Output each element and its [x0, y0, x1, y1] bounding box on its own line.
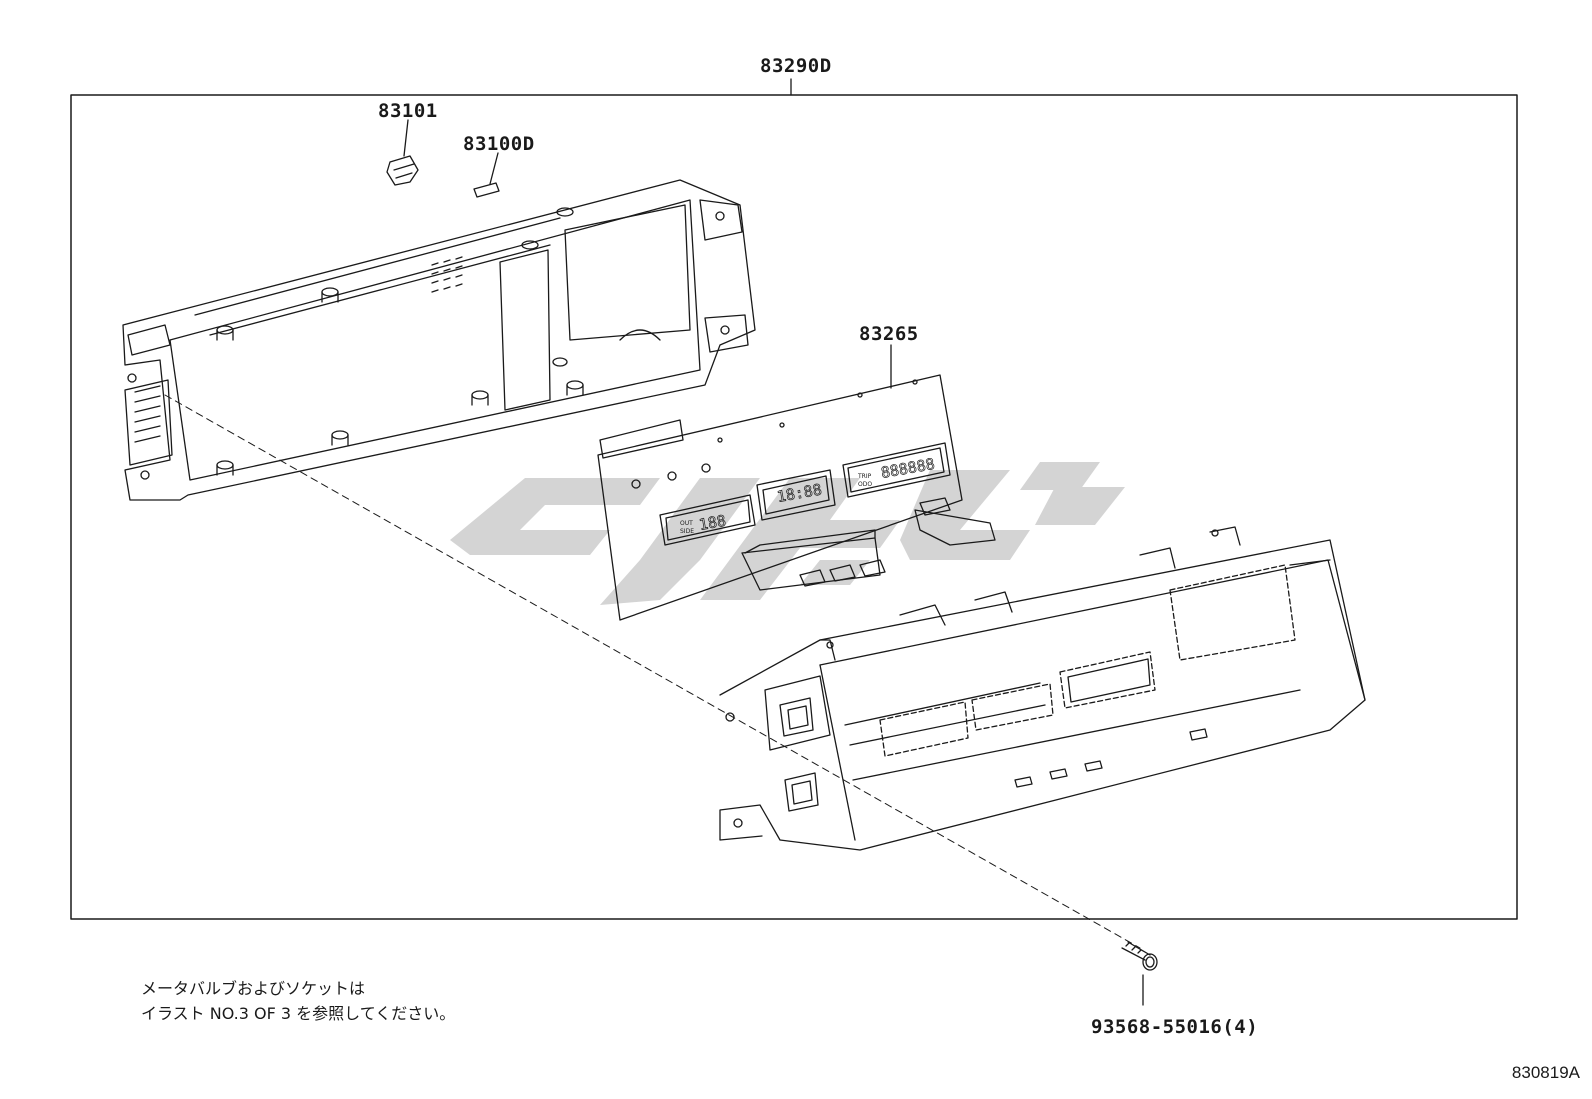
bulb-83100D: [473, 152, 500, 198]
screw-93568: [1121, 941, 1158, 1006]
trip-label: TRIP: [857, 473, 872, 480]
meter-lens-cover: [719, 526, 1366, 851]
label-93568-55016: 93568-55016(4): [1091, 1016, 1259, 1038]
label-83101: 83101: [378, 100, 438, 122]
out-label: OUT: [680, 520, 693, 527]
reference-note-line2: イラスト NO.3 OF 3 を参照してください。: [141, 1004, 456, 1023]
housing-vents: [431, 256, 463, 293]
reference-note-line1: メータバルブおよびソケットは: [141, 979, 366, 998]
diagram-id: 830819A: [1511, 1063, 1580, 1082]
housing-pegs: [216, 207, 584, 476]
watermark-logo: [450, 462, 1125, 605]
outside-temp-readout: 188: [698, 512, 728, 534]
reference-note: メータバルブおよびソケットは イラスト NO.3 OF 3 を参照してください。: [141, 976, 455, 1026]
label-83100D: 83100D: [463, 133, 535, 155]
label-83290D: 83290D: [760, 55, 832, 77]
assembly-frame: [70, 94, 1518, 920]
odo-label: ODO: [858, 481, 872, 488]
socket-83101: [386, 119, 419, 186]
alignment-dashed-line: [164, 394, 1141, 949]
label-83265: 83265: [859, 323, 919, 345]
side-label: SIDE: [680, 528, 694, 535]
meter-housing: [122, 179, 756, 501]
display-board: [597, 344, 996, 621]
